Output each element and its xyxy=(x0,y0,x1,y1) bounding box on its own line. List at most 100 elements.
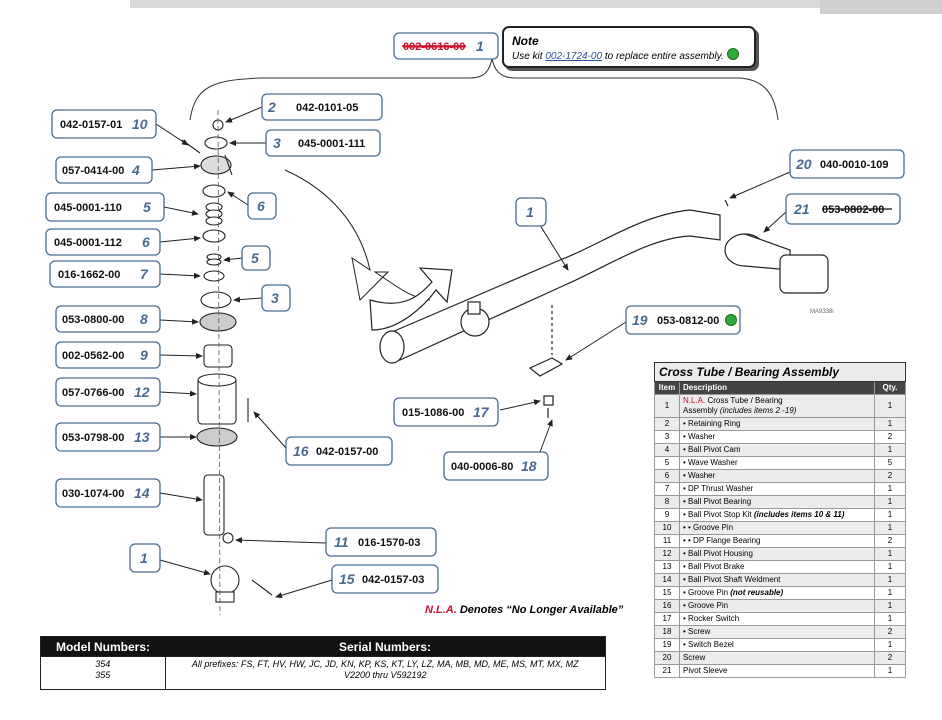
row-desc-text: • • DP Flange Bearing xyxy=(683,536,761,545)
callout-10-pn: 042-0157-01 xyxy=(60,119,122,131)
callout-16-pn: 042-0157-00 xyxy=(316,446,378,458)
callout-12: 057-0766-00 12 xyxy=(55,377,161,407)
row-qty: 2 xyxy=(874,430,906,444)
row-qty: 1 xyxy=(874,664,906,678)
row-item: 19 xyxy=(654,638,680,652)
callout-6a: 6 xyxy=(247,192,277,220)
row-desc: Pivot Sleeve xyxy=(679,664,875,678)
row-desc: • Wave Washer xyxy=(679,456,875,470)
callout-20: 20 040-0010-109 xyxy=(789,149,905,179)
callout-11-num: 11 xyxy=(334,534,349,550)
row-item: 12 xyxy=(654,547,680,561)
callout-19-num: 19 xyxy=(632,312,648,328)
row-qty: 2 xyxy=(874,651,906,665)
row-desc-note: (includes items 10 & 11) xyxy=(753,510,845,519)
row-item: 21 xyxy=(654,664,680,678)
callout-4-num: 4 xyxy=(131,162,140,178)
row-desc-text: • Switch Bezel xyxy=(683,640,734,649)
callout-6b: 045-0001-112 6 xyxy=(45,228,161,256)
table-row: 13• Ball Pivot Brake 1 xyxy=(654,560,906,574)
row-item: 9 xyxy=(654,508,680,522)
callout-12-pn: 057-0766-00 xyxy=(62,387,124,399)
callout-2: 2 042-0101-05 xyxy=(261,93,383,121)
row-desc: • Groove Pin xyxy=(679,599,875,613)
callout-17-num: 17 xyxy=(473,404,490,420)
parts-table-title: Cross Tube / Bearing Assembly xyxy=(654,362,906,382)
callout-3a-pn: 045-0001-111 xyxy=(298,138,365,150)
row-item: 4 xyxy=(654,443,680,457)
row-qty: 1 xyxy=(874,586,906,600)
callout-9: 002-0562-00 9 xyxy=(55,341,161,369)
callout-14: 030-1074-00 14 xyxy=(55,478,161,508)
status-dot-icon xyxy=(726,48,739,60)
callout-1-top-pn: 002-0616-00 xyxy=(403,41,465,53)
serial-line-1: All prefixes: FS, FT, HV, HW, JC, JD, KN… xyxy=(191,659,579,669)
note-title: Note xyxy=(512,34,539,48)
note-text-before: Use kit xyxy=(512,51,546,62)
callout-5a-pn: 045-0001-110 xyxy=(54,202,122,214)
callout-1-top-num: 1 xyxy=(476,38,484,54)
callout-3b: 3 xyxy=(261,284,291,312)
serial-header: Serial Numbers: xyxy=(165,636,606,657)
callout-19-pn: 053-0812-00 xyxy=(657,315,719,327)
callout-17: 015-1086-00 17 xyxy=(393,397,499,427)
row-qty: 1 xyxy=(874,560,906,574)
note-body: Use kit 002-1724-00 to replace entire as… xyxy=(512,48,746,62)
row-item: 7 xyxy=(654,482,680,496)
parts-table: Cross Tube / Bearing Assembly Item Descr… xyxy=(654,362,906,678)
row-item: 13 xyxy=(654,560,680,574)
row-desc-text: • Retaining Ring xyxy=(683,419,741,428)
row-desc-text: • • Groove Pin xyxy=(683,523,734,532)
row-qty: 1 xyxy=(874,638,906,652)
callout-6b-pn: 045-0001-112 xyxy=(54,237,122,249)
status-dot-icon xyxy=(725,314,737,326)
callout-15: 15 042-0157-03 xyxy=(331,564,439,594)
row-desc: • Retaining Ring xyxy=(679,417,875,431)
model-1: 354 xyxy=(95,659,111,669)
row-desc-text: • Ball Pivot Bearing xyxy=(683,497,752,506)
note-box: Note Use kit 002-1724-00 to replace enti… xyxy=(502,26,756,68)
row-item: 20 xyxy=(654,651,680,665)
callout-21-pn: 053-0802-00 xyxy=(822,204,884,216)
row-desc-note: (not reusable) xyxy=(730,588,784,597)
callout-1-bottom: 1 xyxy=(129,543,161,573)
row-desc-text: • Ball Pivot Brake xyxy=(683,562,745,571)
row-qty: 5 xyxy=(874,456,906,470)
callout-6b-num: 6 xyxy=(142,234,150,250)
note-kit-link[interactable]: 002-1724-00 xyxy=(545,51,603,62)
row-desc: • Washer xyxy=(679,430,875,444)
row-qty: 1 xyxy=(874,612,906,626)
row-desc-text: • Wave Washer xyxy=(683,458,738,467)
row-desc-text: • Ball Pivot Cam xyxy=(683,445,741,454)
row-desc-text: • Rocker Switch xyxy=(683,614,740,623)
drawing-code: MA9338i xyxy=(810,309,834,315)
row-item: 5 xyxy=(654,456,680,470)
row-desc: • • DP Flange Bearing xyxy=(679,534,875,548)
row-qty: 2 xyxy=(874,625,906,639)
top-bar xyxy=(130,0,942,8)
cross-tube-drawing xyxy=(379,199,829,418)
row-item: 11 xyxy=(654,534,680,548)
callout-5b: 5 xyxy=(241,245,271,271)
row-desc-text: Pivot Sleeve xyxy=(683,666,728,675)
row-desc-text: • Ball Pivot Stop Kit xyxy=(683,510,754,519)
callout-13: 053-0798-00 13 xyxy=(55,422,161,452)
callout-21: 21 053-0802-00 xyxy=(785,193,901,225)
nla-legend: N.L.A. Denotes “No Longer Available” xyxy=(425,604,623,616)
note-text-after: to replace entire assembly. xyxy=(602,51,724,62)
callout-12-num: 12 xyxy=(134,384,150,400)
row-desc: • Ball Pivot Brake xyxy=(679,560,875,574)
row-item: 18 xyxy=(654,625,680,639)
row-desc: • Switch Bezel xyxy=(679,638,875,652)
